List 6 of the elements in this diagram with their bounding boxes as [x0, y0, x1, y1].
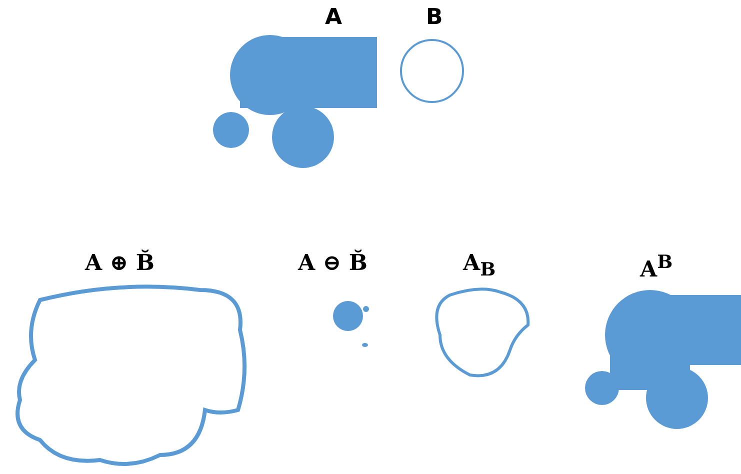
set-label: A$^{B}$	[640, 251, 673, 276]
set-label: A ⊕ B̆	[85, 250, 154, 276]
set-label: A$_{B}$	[463, 250, 496, 276]
set-label: A	[325, 5, 342, 31]
set-label: A ⊖ B̆	[298, 250, 368, 276]
set-label: B	[426, 5, 443, 31]
